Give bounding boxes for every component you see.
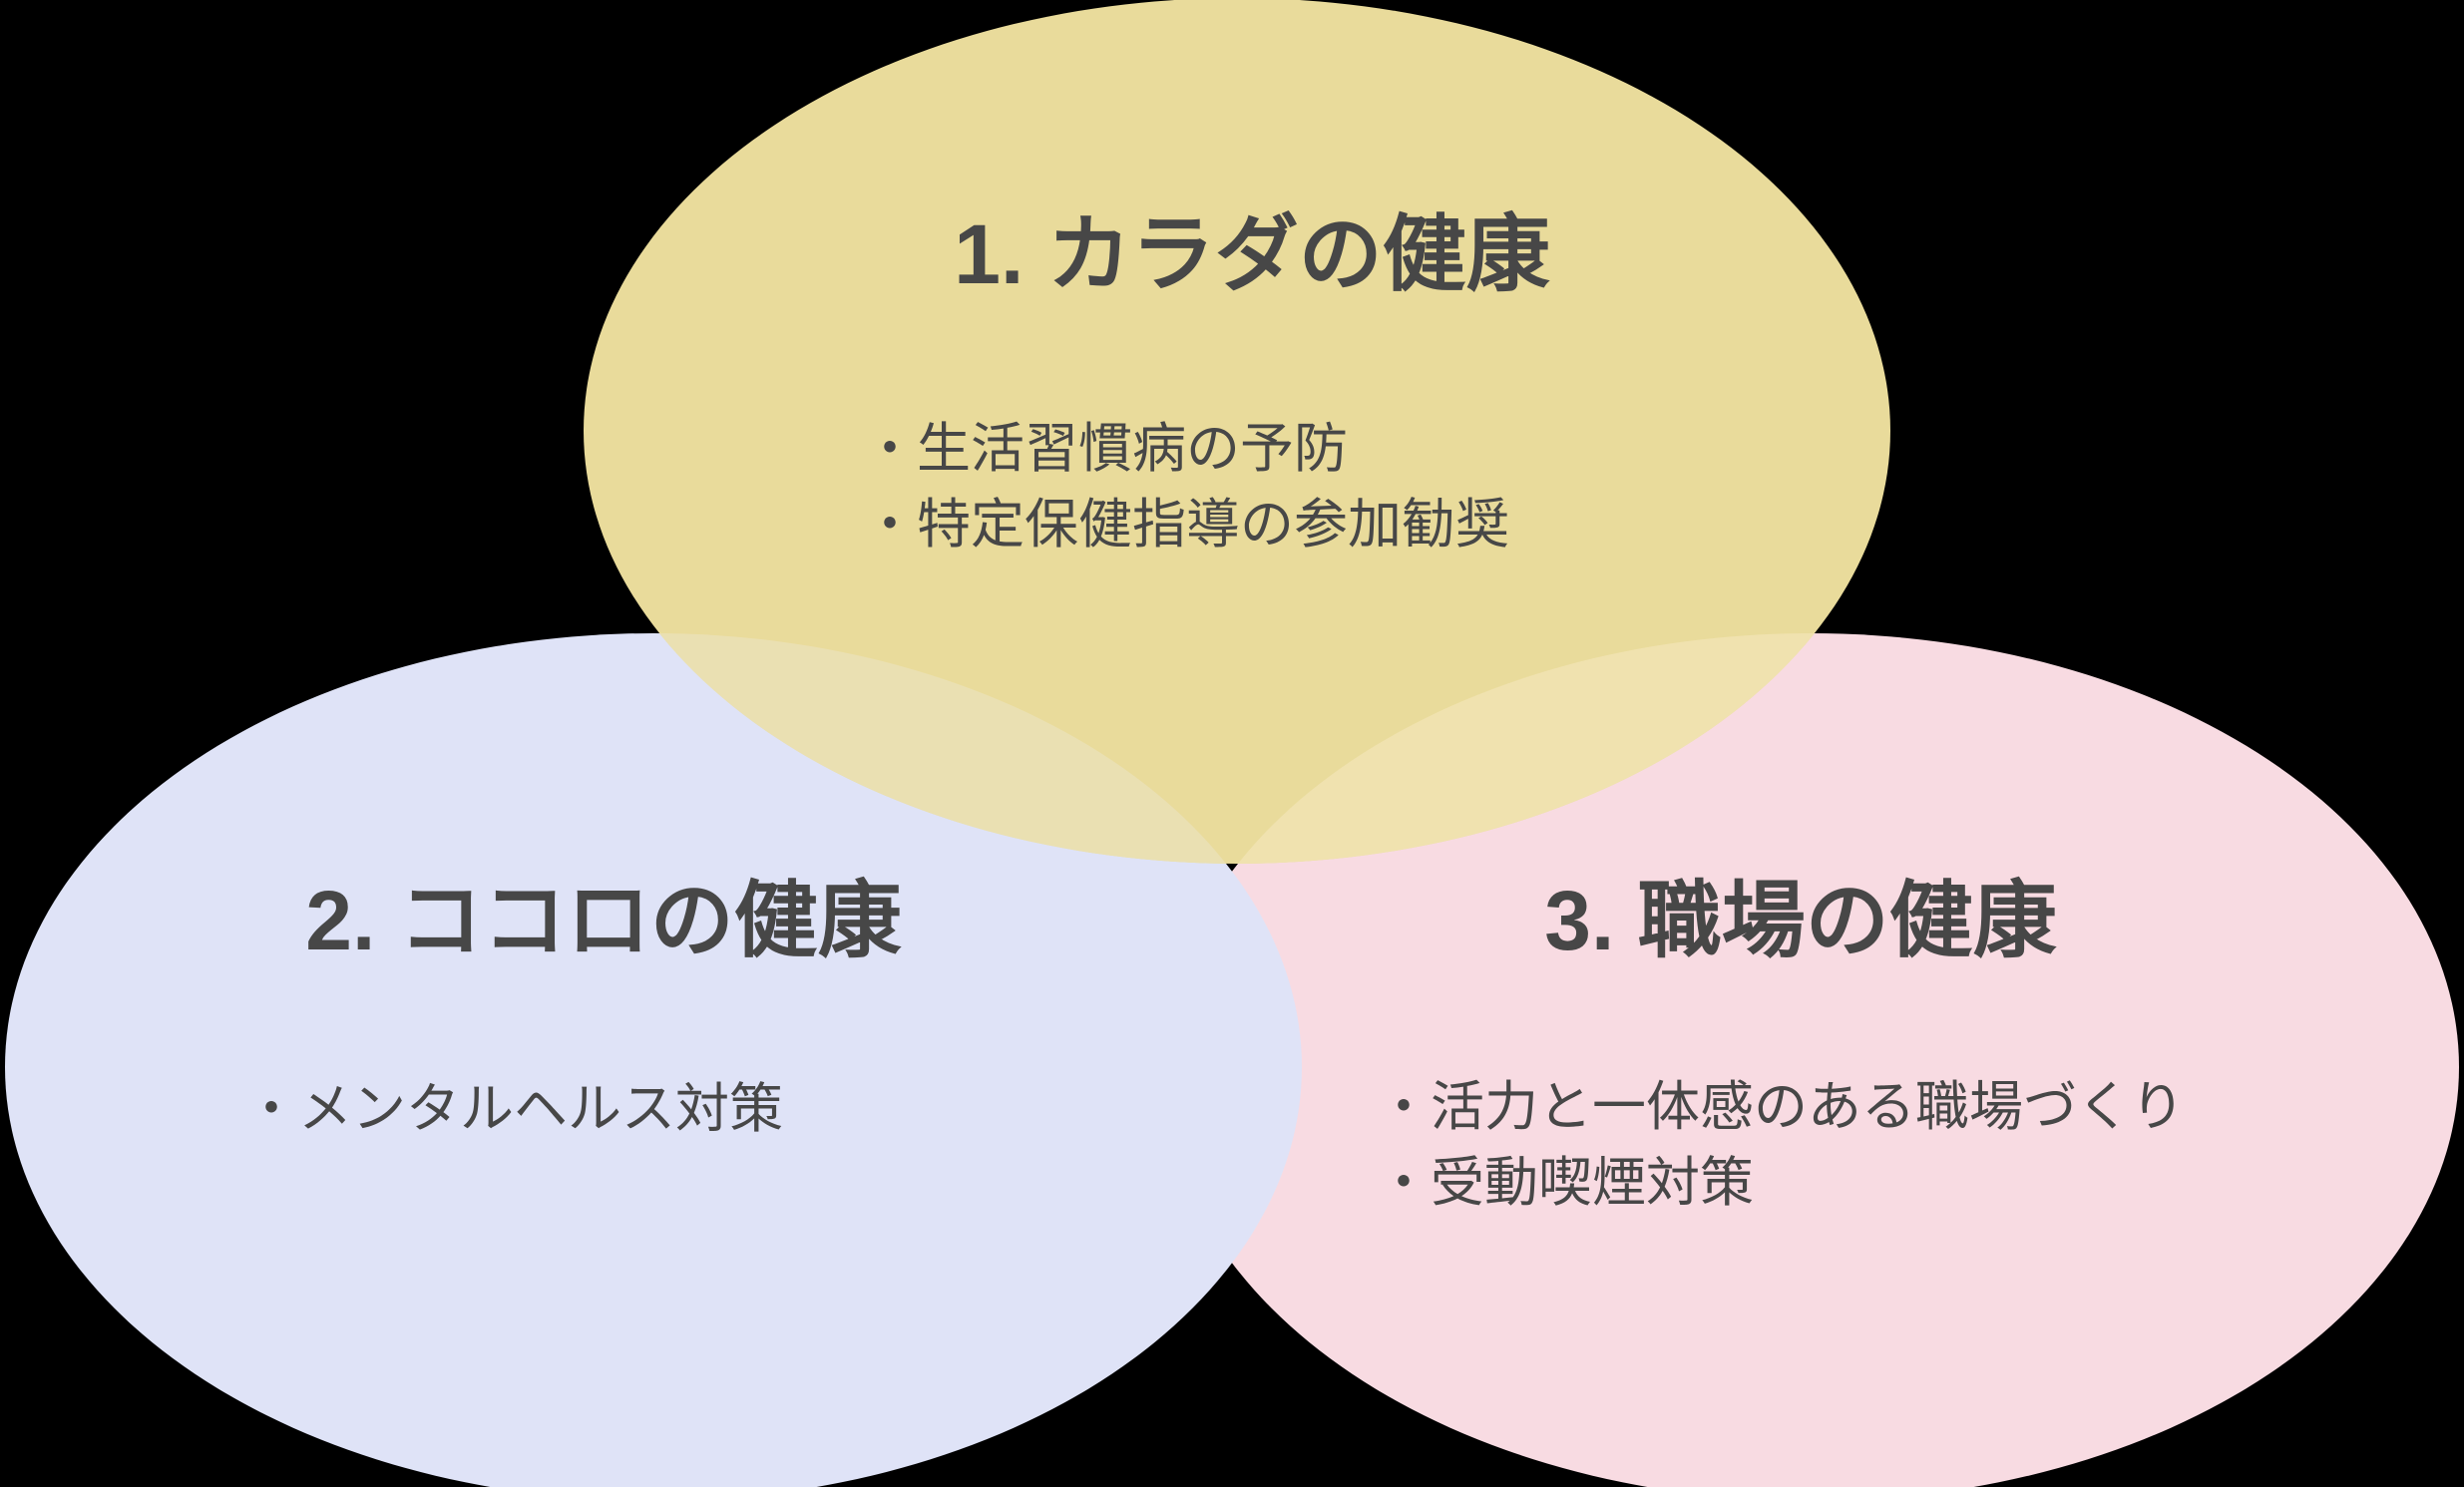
- body-health-title: 1. カラダの健康: [954, 207, 1550, 301]
- workplace-health-bullets: ・活力と一体感のある職場づくり ・受動喫煙対策: [1377, 1069, 2185, 1221]
- mind-health-bullets: ・メンタルヘルス対策: [244, 1071, 783, 1147]
- body-ellipse: [584, 0, 1890, 864]
- workplace-ellipse: [1162, 633, 2459, 1487]
- workplace-health-title: 3. 職場の健康: [1544, 874, 2057, 967]
- bullet-item: ・特定保健指導の参加勧奨: [863, 495, 1509, 555]
- mind-ellipse: [5, 633, 1302, 1487]
- bullet-item: ・受動喫煙対策: [1377, 1153, 1754, 1213]
- bullet-item: ・活力と一体感のある職場づくり: [1377, 1077, 2185, 1137]
- body-health-bullets: ・生活習慣病の予防 ・特定保健指導の参加勧奨: [863, 411, 1509, 562]
- mind-health-title: 2. ココロの健康: [305, 874, 902, 967]
- bullet-item: ・メンタルヘルス対策: [244, 1079, 783, 1139]
- bullet-item: ・生活習慣病の予防: [863, 419, 1348, 479]
